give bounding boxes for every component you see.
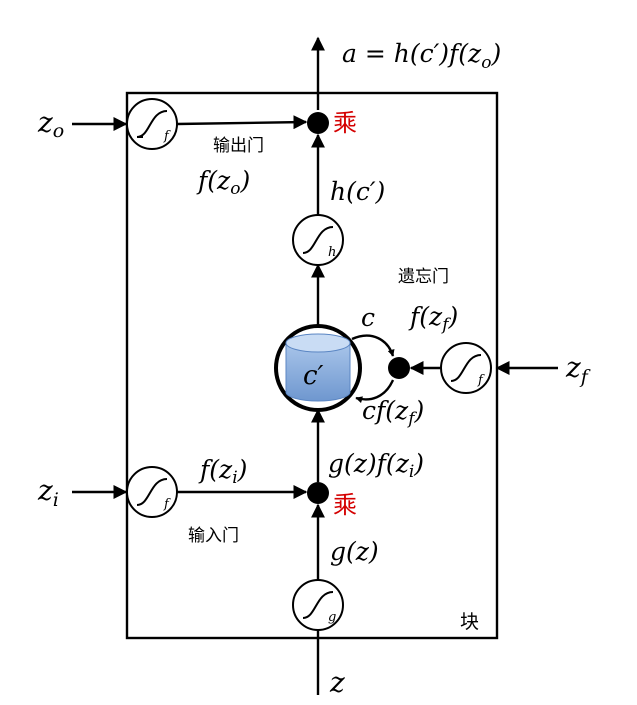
output-gate-sigmoid-icon (126, 98, 178, 150)
input-gate-func: f(zi) (198, 455, 247, 488)
cell-cf-label: cf(zf) (362, 396, 424, 429)
input-zo: zo (37, 106, 64, 142)
h-unit-label: h(c′) (330, 177, 385, 206)
multiply-label-bottom: 乘 (333, 491, 357, 519)
input-zf: zf (565, 351, 591, 388)
h-unit-sigmoid-icon (292, 214, 344, 266)
g-unit-label: g(z) (330, 537, 379, 566)
arrow-cell-to-forget-mult (351, 334, 395, 357)
multiply-label-top: 乘 (333, 109, 357, 137)
input-z: z (329, 666, 345, 699)
input-zi: zi (37, 474, 59, 511)
output-gate-icon-sub: f (163, 129, 171, 144)
forget-gate-name: 遗忘门 (398, 267, 449, 287)
output-gate-func: f(zo) (196, 166, 250, 199)
output-gate-name: 输出门 (213, 136, 264, 156)
arrow-output-gate-to-mult (176, 115, 308, 130)
multiply-node-top (307, 112, 329, 134)
forget-gate-sigmoid-icon (440, 342, 492, 394)
forget-gate-icon-sub: f (477, 373, 485, 388)
g-unit-icon-sub: g (328, 610, 336, 625)
gz-fzi-label: g(z)f(zi) (328, 449, 424, 482)
multiply-node-forget (388, 357, 410, 379)
multiply-node-bottom (307, 482, 329, 504)
input-gate-icon-sub: f (163, 497, 171, 512)
forget-gate-func: f(zf) (408, 302, 458, 335)
memory-cell (274, 324, 362, 412)
cell-label: c′ (303, 361, 324, 391)
block-label: 块 (460, 611, 479, 633)
arrow-forget-mult-to-cell (355, 379, 395, 404)
g-unit-sigmoid-icon (292, 579, 344, 631)
input-gate-name: 输入门 (188, 526, 239, 546)
output-equation: a = h(c′)f(zo) (342, 39, 501, 73)
cell-c-label: c (361, 303, 375, 332)
h-unit-icon-sub: h (328, 245, 336, 260)
input-gate-sigmoid-icon (126, 466, 178, 518)
